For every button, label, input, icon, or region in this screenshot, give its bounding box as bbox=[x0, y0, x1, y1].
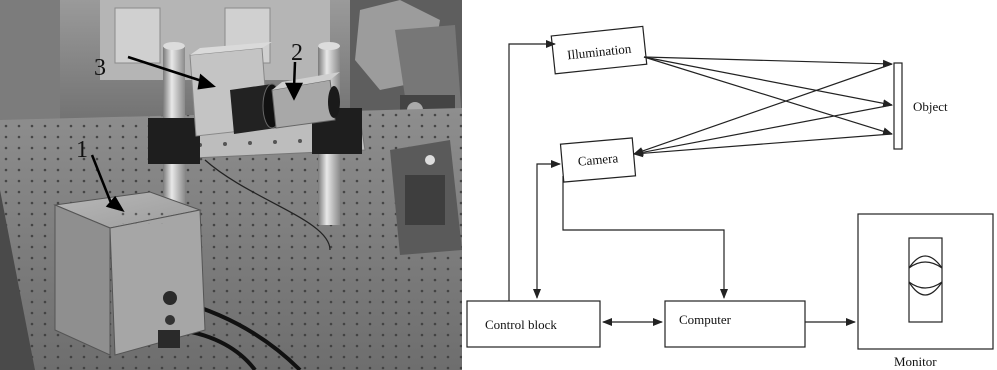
apparatus-photo: 1 3 2 bbox=[0, 0, 462, 370]
camera-label: Camera bbox=[577, 150, 619, 168]
callout-2: 2 bbox=[291, 40, 303, 66]
system-block-diagram: Illumination Camera Object Control block… bbox=[466, 25, 994, 369]
computer-block bbox=[664, 300, 806, 348]
object-label: Object bbox=[913, 99, 948, 114]
link-control-illumination bbox=[508, 40, 556, 301]
monitor-label: Monitor bbox=[894, 354, 937, 369]
illumination-block: Illumination bbox=[550, 25, 648, 75]
computer-label: Computer bbox=[679, 312, 732, 327]
link-camera-computer bbox=[562, 176, 728, 299]
callout-1: 1 bbox=[76, 137, 88, 163]
monitor-screen-image bbox=[908, 237, 943, 323]
object-plate bbox=[893, 62, 903, 150]
illumination-label: Illumination bbox=[566, 41, 632, 63]
control-block bbox=[466, 300, 601, 348]
callout-3: 3 bbox=[94, 55, 106, 81]
camera-block: Camera bbox=[559, 137, 637, 183]
control-block-label: Control block bbox=[485, 317, 557, 332]
link-control-camera bbox=[533, 160, 561, 299]
